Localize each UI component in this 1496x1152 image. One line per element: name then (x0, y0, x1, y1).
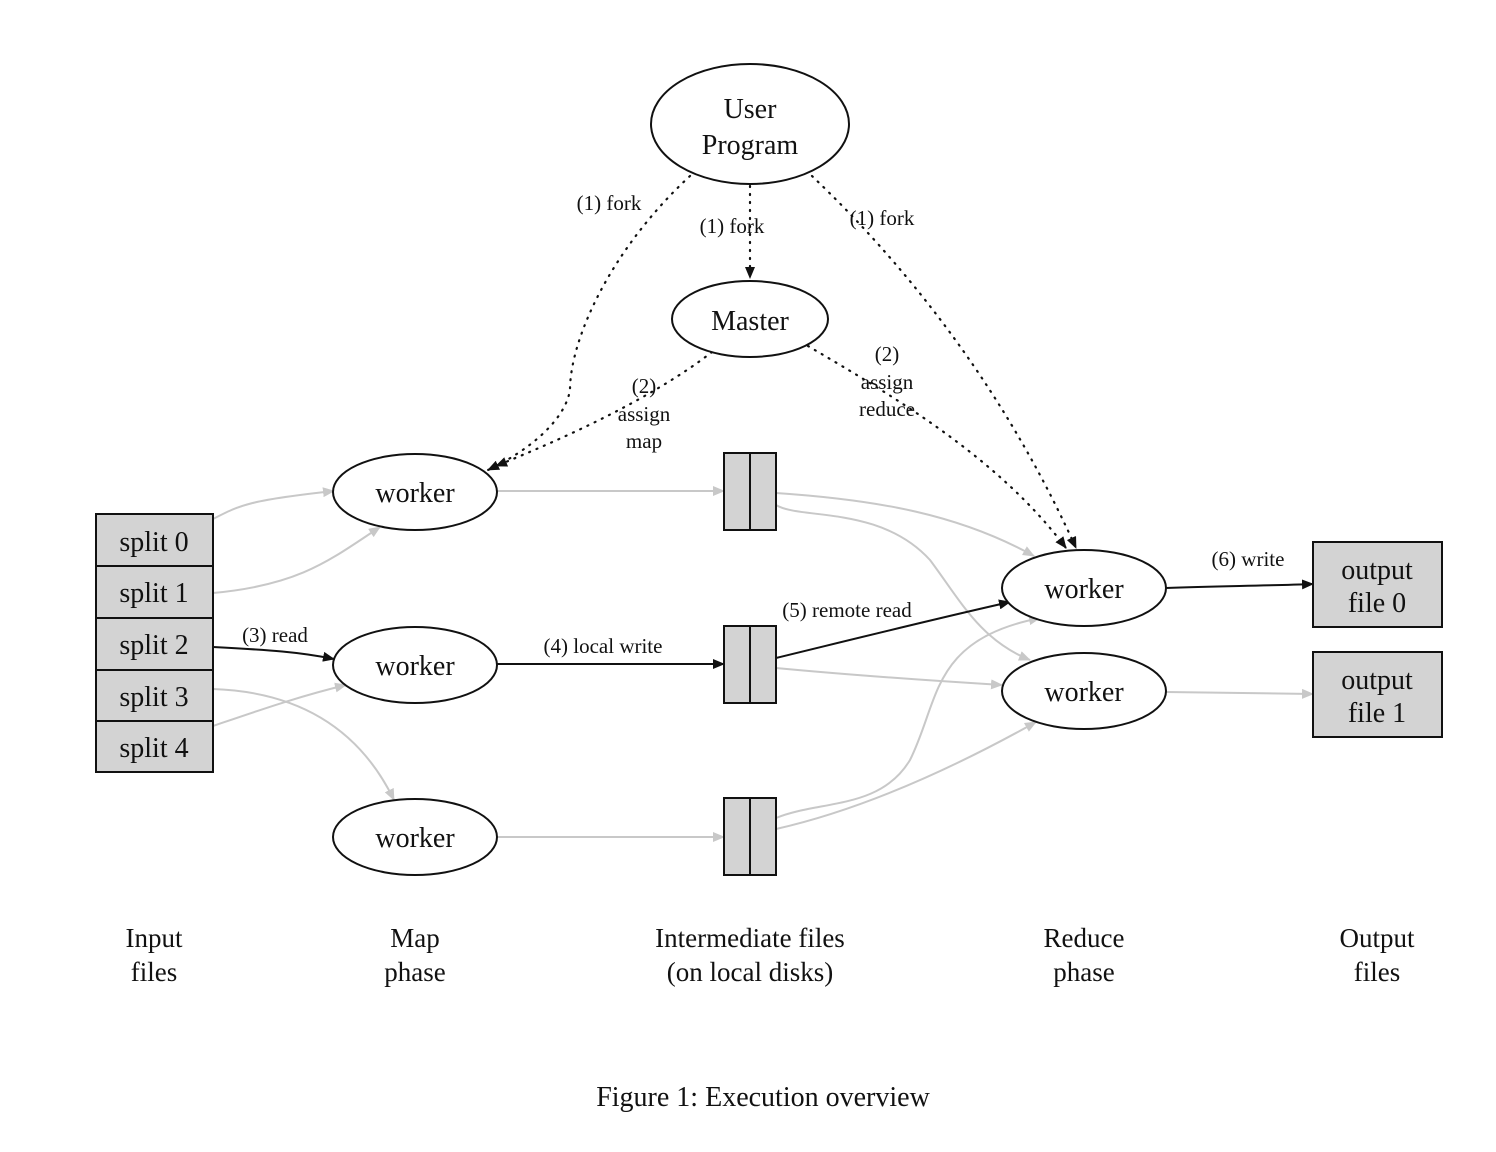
column-output-line1: Output (1339, 923, 1415, 953)
split-box-2 (95, 617, 214, 671)
local-write-label: (4) local write (544, 634, 663, 658)
fork-label-center: (1) fork (700, 214, 765, 238)
map-worker-2-label: worker (375, 651, 455, 682)
map-worker-3-label: worker (375, 823, 455, 854)
write-label: (6) write (1212, 547, 1285, 571)
edge-split1-worker1 (212, 526, 381, 594)
user-program-label-line1: User (724, 94, 778, 125)
assign-reduce-label-line1: (2) (875, 342, 900, 366)
output-file-0-line2: file 0 (1348, 588, 1406, 619)
output-file-0: output file 0 (1312, 541, 1443, 628)
column-output-line2: files (1354, 957, 1401, 987)
edge-reduce2-output1 (1165, 688, 1314, 699)
user-program-label-line2: Program (702, 130, 799, 161)
read-edge (212, 646, 335, 662)
user-program-node: User Program (650, 63, 850, 185)
edge-inter2-reduce2 (775, 667, 1003, 690)
column-input-line2: files (131, 957, 178, 987)
intermediate-file-2 (723, 625, 777, 704)
assign-map-label-line3: map (626, 429, 662, 453)
edge-inter3-reduce2 (775, 721, 1037, 830)
column-reduce-line1: Reduce (1044, 923, 1125, 953)
map-worker-2: worker (332, 626, 498, 704)
output-file-0-line1: output (1341, 555, 1413, 586)
master-label: Master (711, 306, 789, 337)
split-box-4 (95, 720, 214, 773)
fork-label-left: (1) fork (577, 191, 642, 215)
fork-edge-right (810, 174, 1078, 550)
reduce-worker-1: worker (1001, 549, 1167, 627)
write-edge (1165, 579, 1314, 590)
reduce-worker-1-label: worker (1044, 574, 1124, 605)
split-label-2: split 2 (119, 630, 188, 661)
figure-caption: Figure 1: Execution overview (596, 1082, 930, 1113)
assign-reduce-label-line2: assign (861, 370, 914, 394)
assign-map-label-line1: (2) (632, 374, 657, 398)
edge-inter1-reduce2 (775, 504, 1031, 661)
split-box-1 (95, 565, 214, 619)
input-splits: split 0 split 1 split 2 split 3 split 4 (95, 513, 214, 773)
intermediate-file-3 (723, 797, 777, 876)
assign-reduce-label-line3: reduce (859, 397, 915, 421)
split-label-3: split 3 (119, 682, 188, 713)
output-file-1-line2: file 1 (1348, 698, 1406, 729)
master-node: Master (671, 280, 829, 358)
column-input-line1: Input (126, 923, 183, 953)
output-file-1-line1: output (1341, 665, 1413, 696)
reduce-worker-2-label: worker (1044, 677, 1124, 708)
edge-split0-worker1 (212, 487, 335, 520)
remote-read-label: (5) remote read (782, 598, 912, 622)
map-worker-1: worker (332, 453, 498, 531)
column-reduce-line2: phase (1053, 957, 1114, 987)
remote-read-edge (775, 599, 1011, 659)
intermediate-file-1 (723, 452, 777, 531)
read-label: (3) read (242, 623, 308, 647)
split-label-4: split 4 (119, 733, 188, 764)
map-worker-3: worker (332, 798, 498, 876)
split-box-3 (95, 669, 214, 722)
edge-split3-worker3 (212, 688, 395, 801)
split-label-1: split 1 (119, 578, 188, 609)
map-worker-1-label: worker (375, 478, 455, 509)
column-map-line2: phase (384, 957, 445, 987)
edge-inter3-reduce1 (775, 615, 1041, 819)
reduce-worker-2: worker (1001, 652, 1167, 730)
column-map-line1: Map (390, 923, 440, 953)
output-file-1: output file 1 (1312, 651, 1443, 738)
assign-map-edge (494, 350, 714, 468)
fork-label-right: (1) fork (850, 206, 915, 230)
split-label-0: split 0 (119, 527, 188, 558)
column-intermediate-line2: (on local disks) (667, 957, 833, 987)
edge-split4-worker2 (212, 682, 347, 727)
edge-inter1-reduce1 (775, 492, 1035, 557)
column-intermediate-line1: Intermediate files (655, 923, 845, 953)
assign-map-label-line2: assign (618, 402, 671, 426)
